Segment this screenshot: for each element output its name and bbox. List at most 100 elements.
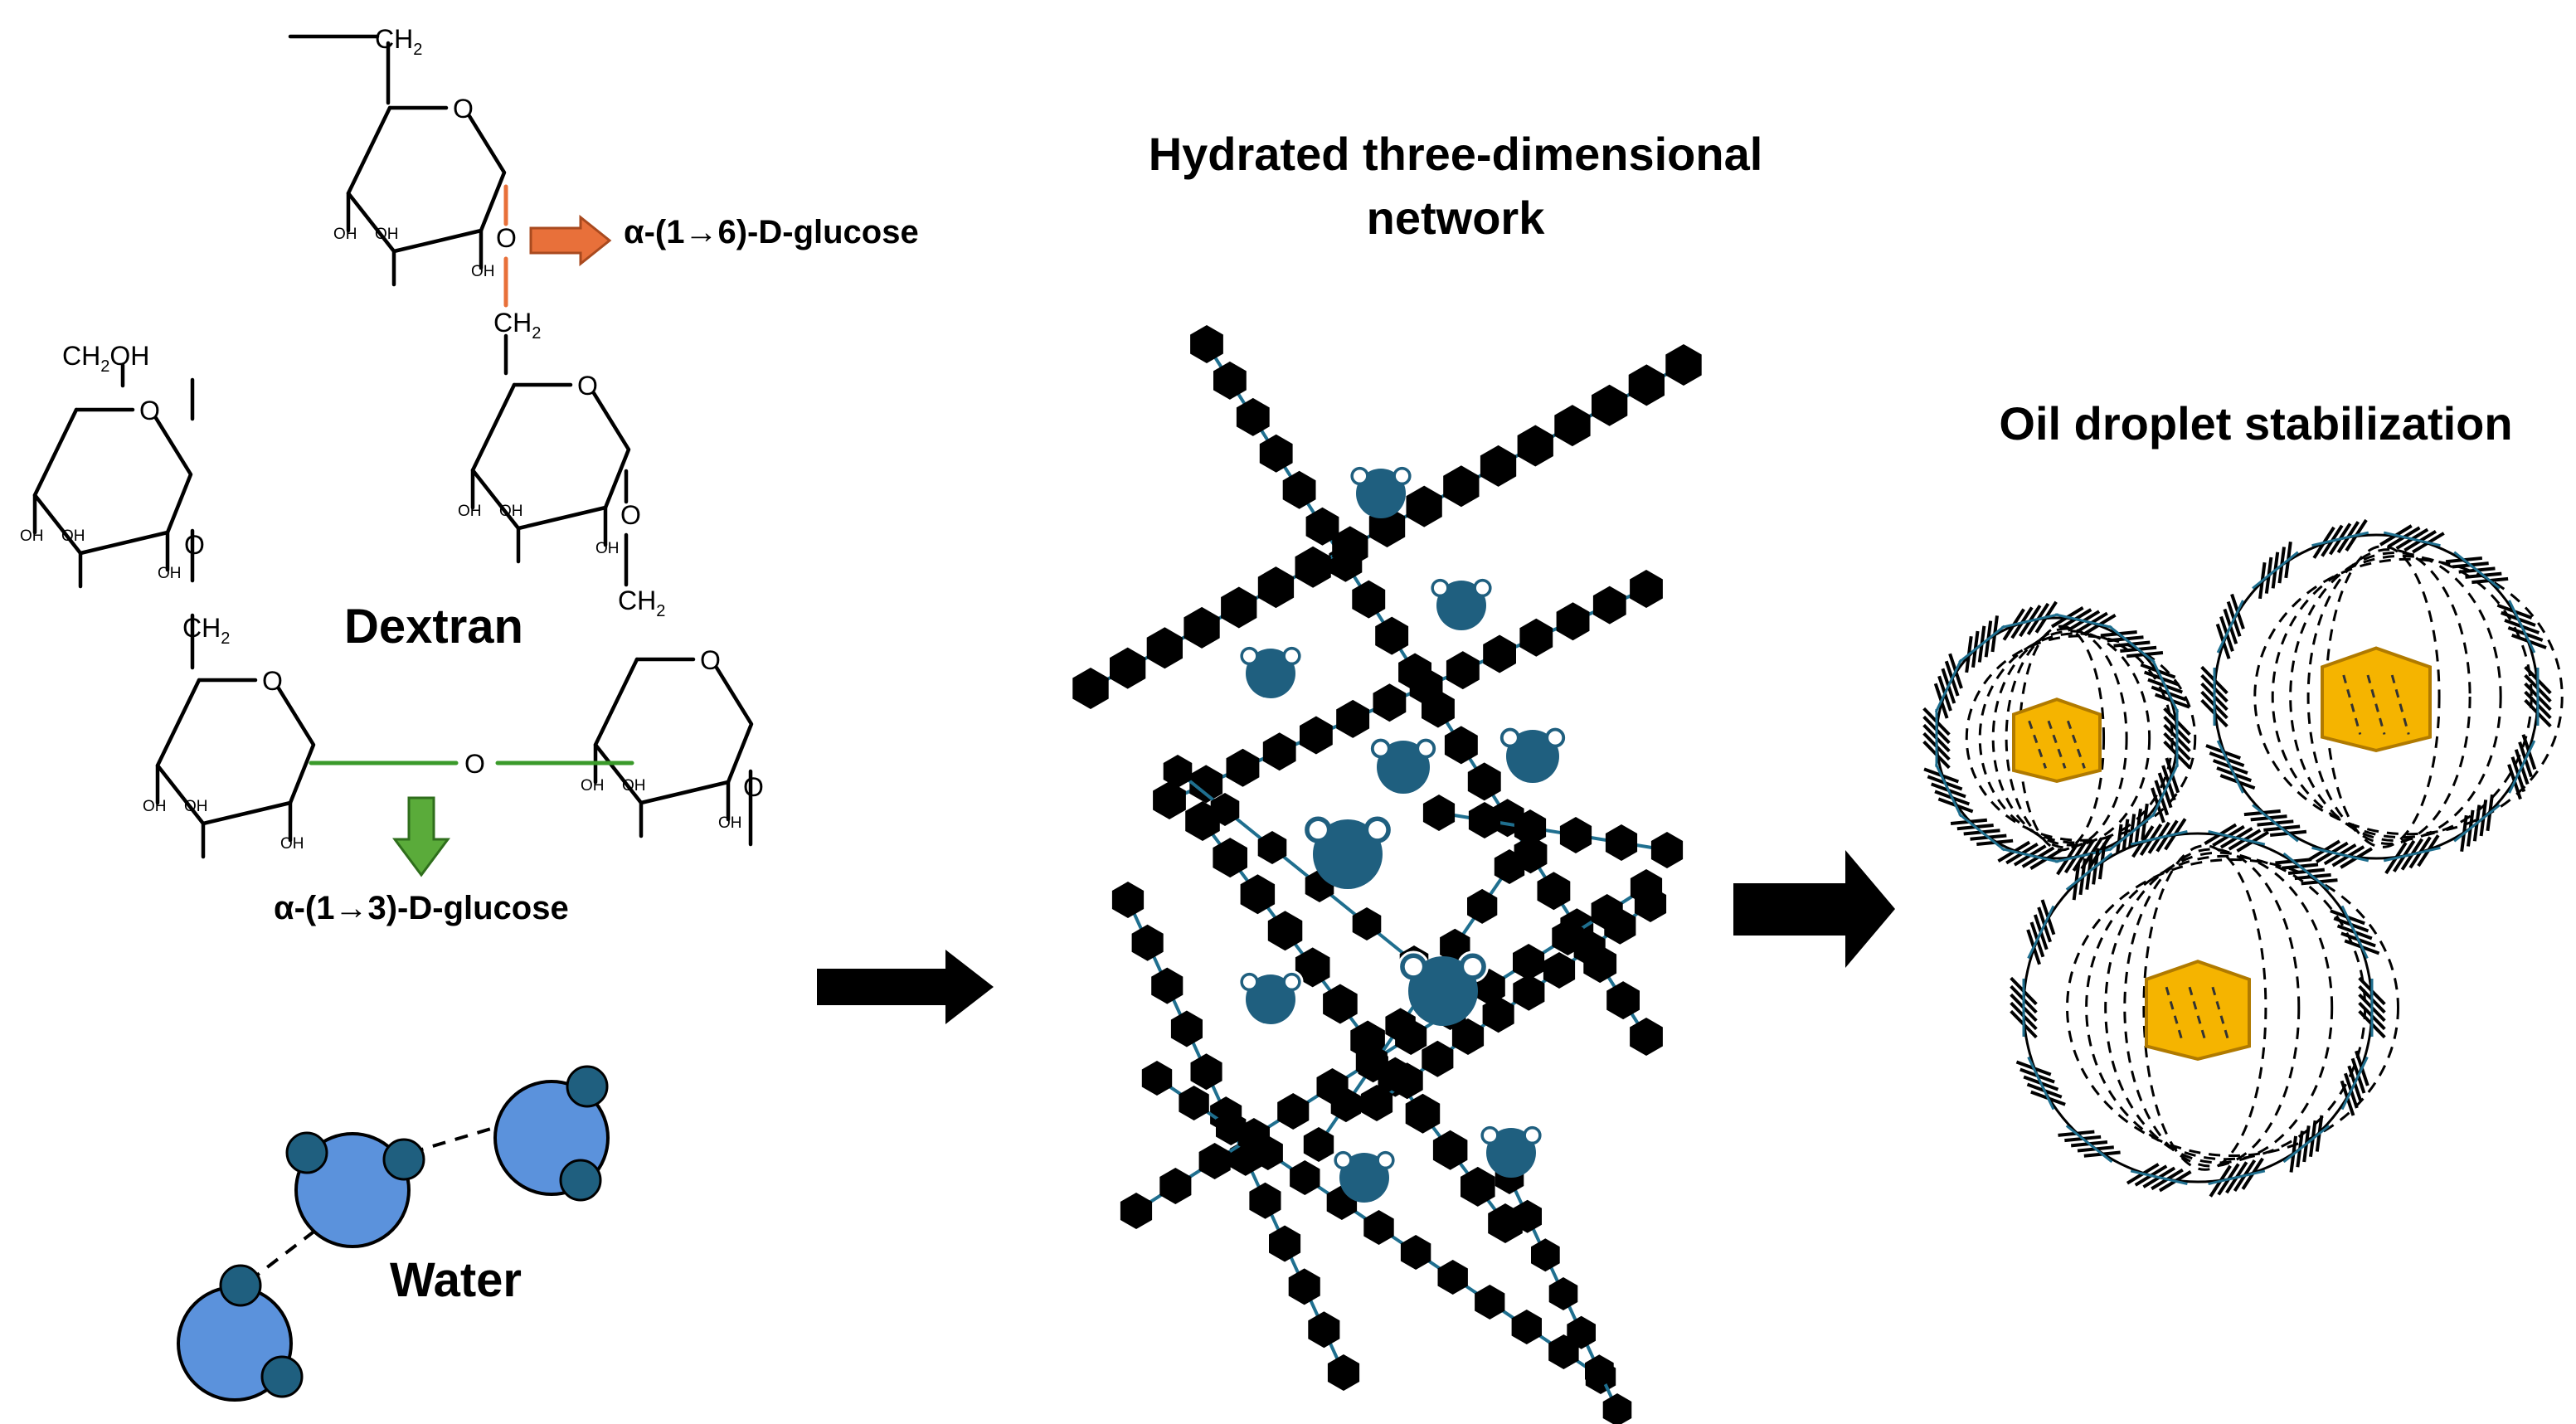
glucose-unit xyxy=(1213,838,1247,878)
water-title: Water xyxy=(390,1253,522,1307)
glucose-unit xyxy=(1237,1118,1270,1154)
glucose-unit xyxy=(1461,1166,1495,1207)
network-title-line1: Hydrated three-dimensional xyxy=(1149,128,1763,180)
glucose-unit xyxy=(1163,755,1193,788)
glucose-unit xyxy=(1559,817,1592,853)
alpha-16-label: α-(1→6)-D-glucose xyxy=(624,214,919,250)
surface-dextran xyxy=(2065,843,2113,901)
dextran-chain xyxy=(1120,869,1663,1229)
glucose-unit xyxy=(1446,651,1480,690)
surface-dextran xyxy=(1922,707,1951,770)
svg-text:CH2: CH2 xyxy=(375,24,422,59)
glucose-unit xyxy=(1513,1199,1542,1233)
glucose-unit xyxy=(1295,546,1331,588)
svg-text:OH: OH xyxy=(184,798,208,815)
water-molecule xyxy=(177,1264,304,1402)
surface-dextran xyxy=(2340,1050,2369,1116)
glucose-unit xyxy=(1517,425,1553,467)
svg-text:O: O xyxy=(184,530,205,560)
surface-dextran xyxy=(2050,606,2117,636)
oil-core xyxy=(2012,697,2102,784)
svg-text:O: O xyxy=(139,396,160,425)
process-arrow-1 xyxy=(817,950,994,1024)
svg-text:OH: OH xyxy=(471,263,495,280)
glucose-unit xyxy=(1511,1310,1542,1344)
droplets-title: Oil droplet stabilization xyxy=(1999,397,2512,450)
glucose-unit xyxy=(1308,1311,1340,1349)
glucose-unit xyxy=(1606,981,1640,1020)
glucose-unit xyxy=(1352,907,1382,940)
svg-text:CH2: CH2 xyxy=(618,586,665,620)
glucose-unit xyxy=(1131,924,1164,961)
surface-dextran xyxy=(2130,818,2188,858)
glucose-unit xyxy=(1213,361,1247,400)
network-water xyxy=(1348,464,1414,518)
oil-droplets xyxy=(1922,518,2564,1198)
glucose-unit xyxy=(1585,1354,1614,1388)
surface-dextran xyxy=(2015,1056,2066,1111)
glucose-unit xyxy=(1409,667,1443,706)
glucose-unit xyxy=(1451,1018,1485,1055)
surface-dextran xyxy=(2358,976,2386,1039)
surface-dextran xyxy=(1950,813,2014,852)
glucose-unit xyxy=(1267,911,1303,951)
glucose-ring xyxy=(470,382,631,564)
glucose-unit xyxy=(1236,397,1270,436)
surface-dextran xyxy=(2379,524,2445,554)
oil-core xyxy=(2145,960,2251,1062)
surface-dextran xyxy=(2205,740,2256,794)
svg-text:O: O xyxy=(577,371,598,401)
glucose-unit xyxy=(1323,984,1358,1024)
glucose-unit xyxy=(1482,996,1514,1033)
glucose-unit xyxy=(1300,716,1333,755)
surface-dextran xyxy=(2126,1163,2192,1193)
glucose-unit xyxy=(1111,882,1145,918)
surface-dextran xyxy=(2330,905,2380,960)
glucose-unit xyxy=(1332,526,1368,568)
glucose-unit xyxy=(1592,586,1626,625)
water-molecules xyxy=(177,1065,610,1402)
network-water xyxy=(1428,576,1495,630)
glucose-unit xyxy=(1537,872,1571,911)
water-molecule xyxy=(493,1065,610,1202)
svg-text:OH: OH xyxy=(595,540,620,557)
alpha-13-arrow xyxy=(392,796,450,877)
glucose-unit xyxy=(1391,1062,1423,1100)
glucose-unit xyxy=(1373,683,1407,722)
glucose-unit xyxy=(1262,732,1296,771)
dextran-chain xyxy=(1141,1061,1616,1394)
glucose-unit xyxy=(1592,384,1628,426)
svg-text:OH: OH xyxy=(622,777,646,795)
glucose-unit xyxy=(1422,1040,1454,1077)
svg-text:OH: OH xyxy=(458,503,482,520)
glucose-unit xyxy=(1249,1182,1281,1219)
surface-dextran xyxy=(2275,852,2338,891)
glucose-unit xyxy=(1221,586,1257,629)
glucose-unit xyxy=(1190,1053,1222,1091)
svg-text:OH: OH xyxy=(20,527,44,545)
svg-text:O: O xyxy=(464,749,485,779)
svg-text:O: O xyxy=(262,666,283,696)
svg-text:OH: OH xyxy=(499,503,523,520)
surface-dextran xyxy=(2445,551,2509,590)
surface-dextran xyxy=(1958,615,2005,673)
svg-text:CH2OH: CH2OH xyxy=(62,341,149,376)
hydrated-network xyxy=(1072,325,1702,1424)
glucose-unit xyxy=(1422,795,1456,831)
surface-dextran xyxy=(1923,763,1974,818)
glucose-unit xyxy=(1543,952,1576,989)
glucose-unit xyxy=(1352,580,1386,619)
network-water xyxy=(1368,736,1439,794)
svg-text:O: O xyxy=(620,500,641,530)
glucose-unit xyxy=(1189,765,1223,804)
surface-dextran xyxy=(2252,541,2299,600)
glucose-unit xyxy=(1282,470,1316,509)
glucose-unit xyxy=(1650,832,1684,868)
surface-dextran xyxy=(2058,1125,2121,1164)
glucose-unit xyxy=(1628,364,1665,406)
surface-dextran xyxy=(2163,707,2191,770)
glucose-unit xyxy=(1468,802,1501,838)
glucose-unit xyxy=(1277,1093,1310,1130)
